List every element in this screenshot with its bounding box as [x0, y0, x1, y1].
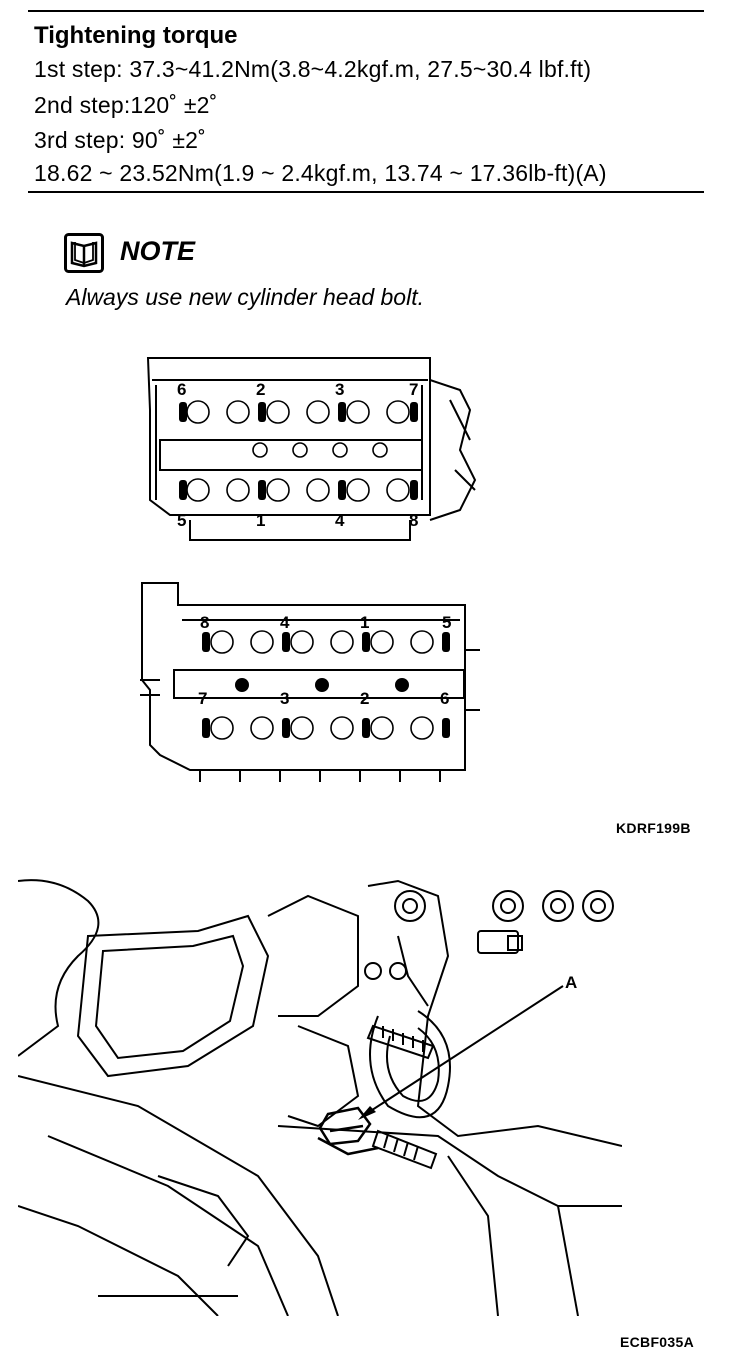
torque-spec-a: 18.62 ~ 23.52Nm(1.9 ~ 2.4kgf.m, 13.74 ~ …	[34, 160, 607, 186]
torque-spec-box: Tightening torque 1st step: 37.3~41.2Nm(…	[28, 10, 704, 193]
upper-bolt-number: 2	[256, 380, 265, 399]
book-icon	[64, 233, 104, 273]
torque-step-3: 3rd step: 90˚ ±2˚	[34, 127, 206, 153]
note-text: Always use new cylinder head bolt.	[66, 284, 424, 310]
torque-spec-title: Tightening torque	[34, 22, 238, 49]
upper-bolt-number: 4	[335, 511, 345, 530]
lower-bolt-number: 1	[360, 613, 369, 632]
lower-bolt-number: 5	[442, 613, 451, 632]
bolt-heads	[364, 890, 614, 980]
cylinder-head-bolt-sequence-diagram: 6 2 3 7 5 1 4 8 8 4 1 5 7	[140, 357, 480, 782]
callout-a-leader	[365, 985, 564, 1115]
engine-bolt-location-drawing: A	[18, 879, 622, 1316]
upper-head-valves	[186, 400, 410, 502]
lower-bolt-number: 3	[280, 689, 289, 708]
upper-bolt-number: 7	[409, 380, 418, 399]
lower-bolt-number: 6	[440, 689, 449, 708]
lower-bolt-number: 8	[200, 613, 209, 632]
upper-bolt-number: 5	[177, 511, 186, 530]
torque-step-1: 1st step: 37.3~41.2Nm(3.8~4.2kgf.m, 27.5…	[34, 56, 592, 82]
upper-bolt-number: 8	[409, 511, 418, 530]
bolt-a-drawing	[317, 1106, 379, 1156]
upper-bolt-number: 3	[335, 380, 344, 399]
upper-bolt-number: 1	[256, 511, 265, 530]
lower-head-bolt-holes	[202, 632, 450, 738]
lower-head-valves	[210, 630, 434, 740]
lower-bolt-number: 4	[280, 613, 290, 632]
torque-step-2: 2nd step:120˚ ±2˚	[34, 92, 218, 118]
note-label: NOTE	[120, 236, 196, 266]
figure-code: KDRF199B	[616, 820, 691, 836]
lower-cylinder-head-drawing	[140, 582, 480, 782]
upper-cylinder-head-drawing	[146, 357, 477, 541]
callout-a-arrowhead	[358, 1106, 376, 1120]
lower-bolt-number: 7	[198, 689, 207, 708]
callout-a-label: A	[565, 973, 577, 992]
figure-code: ECBF035A	[620, 1334, 694, 1350]
upper-head-bolt-holes	[179, 402, 418, 500]
stud-bolts	[366, 1024, 438, 1170]
upper-bolt-number: 6	[177, 380, 186, 399]
lower-bolt-number: 2	[360, 689, 369, 708]
